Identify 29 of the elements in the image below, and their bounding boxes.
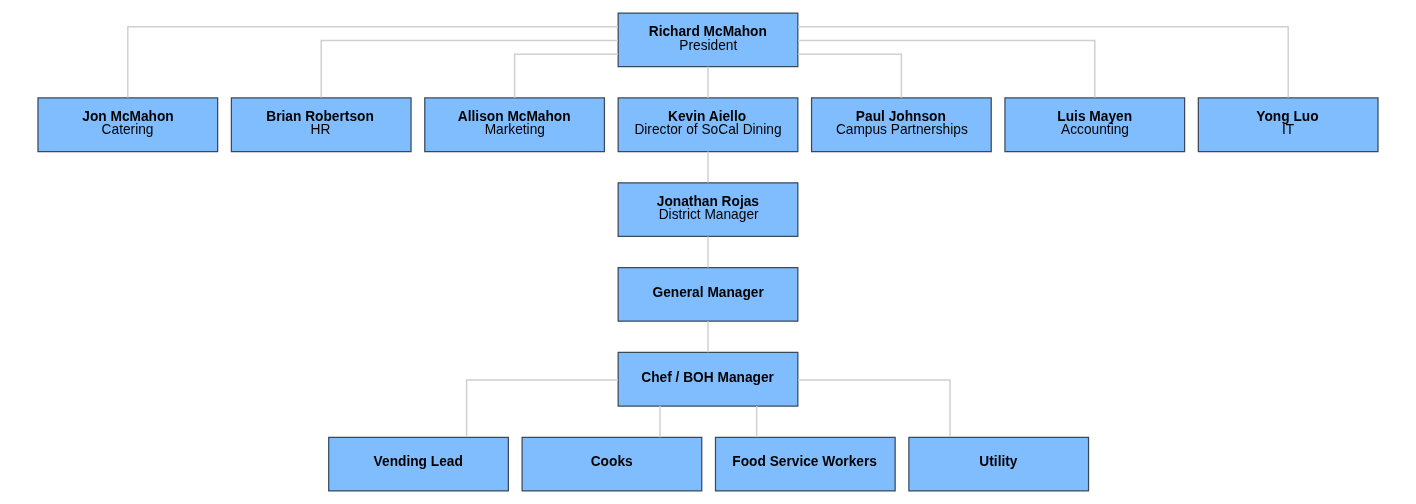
- connector: [755, 405, 758, 438]
- node-box: Richard McMahon President: [617, 12, 799, 68]
- node-box: Luis Mayen Accounting: [1004, 97, 1186, 153]
- connector: [707, 320, 709, 354]
- connector: [797, 379, 951, 438]
- node-box: Vending Lead: [328, 436, 509, 492]
- node-box: Brian Robertson HR: [230, 97, 412, 153]
- node-box: Paul Johnson Campus Partnerships: [810, 97, 992, 153]
- connector: [707, 150, 709, 184]
- connector: [320, 39, 619, 99]
- node-box: Cooks: [521, 436, 703, 492]
- connector: [659, 405, 661, 438]
- connector: [797, 39, 1096, 99]
- connector: [707, 66, 709, 99]
- node-box: Chef / BOH Manager: [617, 351, 799, 407]
- node-box: Utility: [908, 436, 1090, 492]
- node-box: Food Service Workers: [714, 436, 896, 492]
- connector: [707, 235, 709, 269]
- connector: [465, 379, 619, 438]
- node-box: Jonathan Rojas District Manager: [617, 182, 799, 238]
- node-box: Jon McMahon Catering: [37, 97, 219, 153]
- connector: [127, 26, 619, 99]
- node-box: Kevin Aiello Director of SoCal Dining: [617, 97, 799, 153]
- connector: [513, 53, 619, 99]
- node-box: Yong Luo IT: [1197, 97, 1379, 153]
- node-box: Allison McMahon Marketing: [424, 97, 606, 153]
- connector: [797, 26, 1289, 99]
- connector: [797, 53, 903, 99]
- node-box: General Manager: [617, 266, 799, 322]
